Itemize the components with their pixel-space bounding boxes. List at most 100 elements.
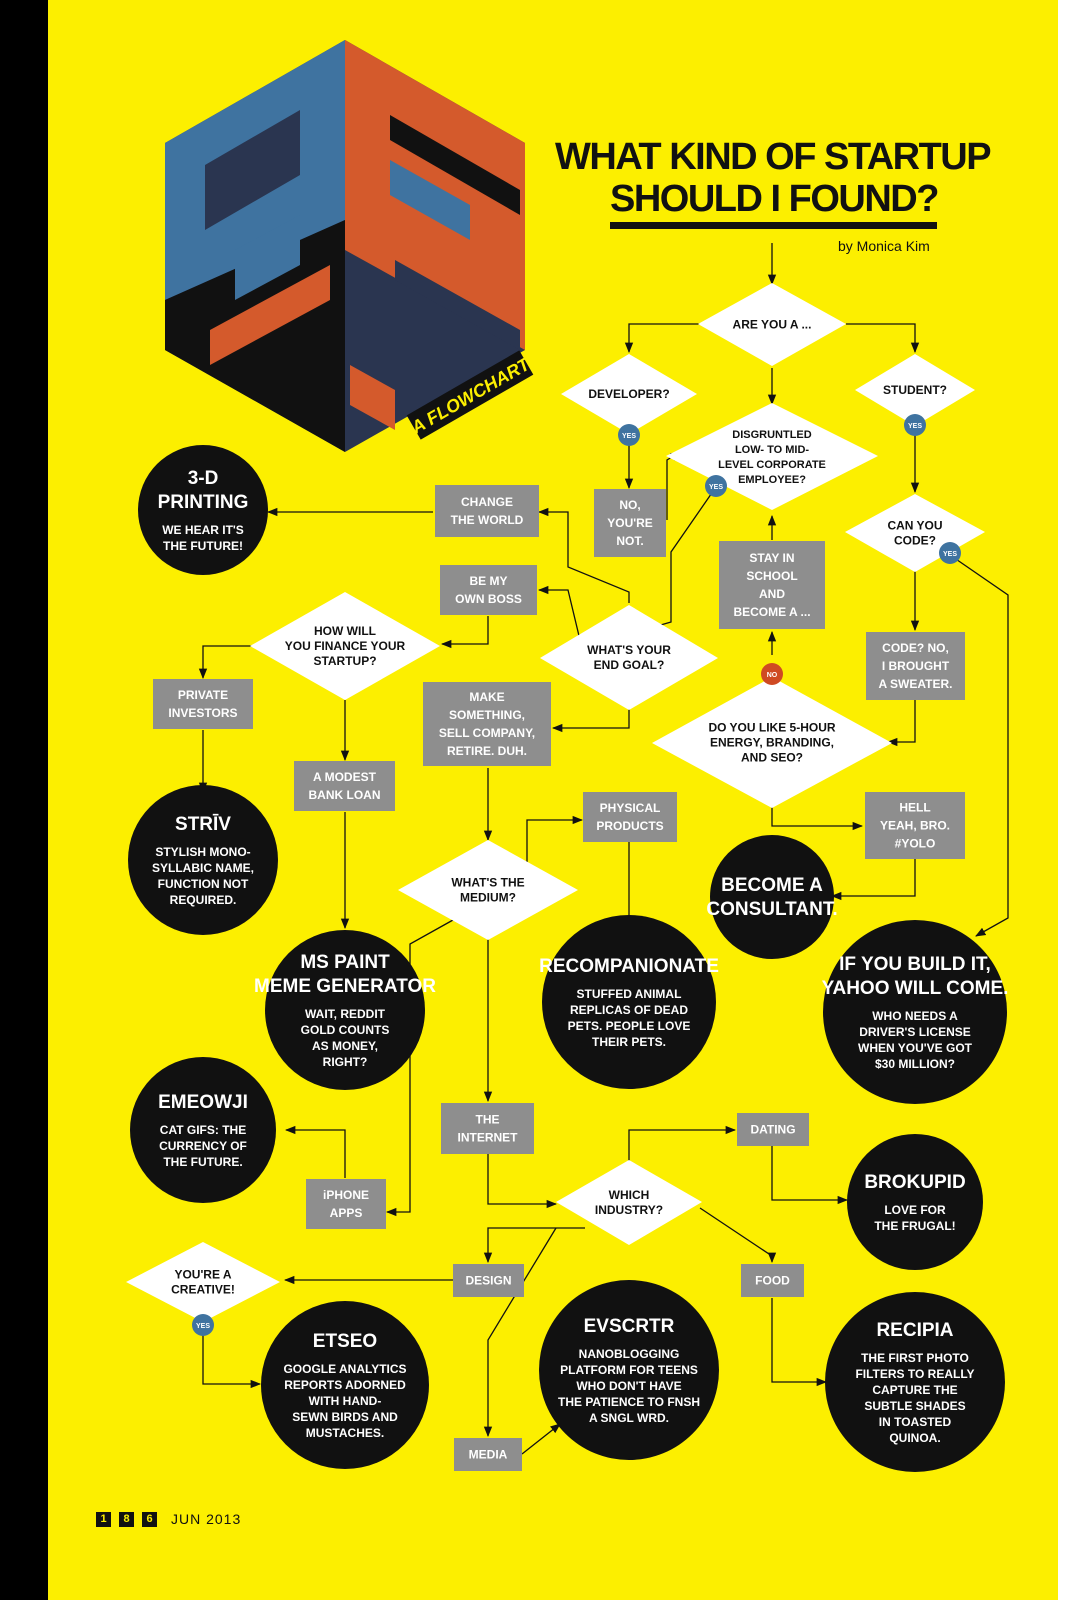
text-line: MAKE bbox=[469, 690, 504, 704]
text-line: NOT. bbox=[616, 534, 643, 548]
text-line: MEDIA bbox=[469, 1448, 508, 1462]
circle-body-line: GOOGLE ANALYTICS bbox=[283, 1362, 406, 1376]
circle-body-line: CURRENCY OF bbox=[159, 1139, 247, 1153]
circle-title-line: IF YOU BUILD IT, bbox=[839, 954, 991, 975]
badges: YES YES YES YES NO YES bbox=[192, 414, 961, 1336]
text-line: APPS bbox=[330, 1206, 363, 1220]
circle-body-line: RIGHT? bbox=[323, 1055, 368, 1069]
text-line: NO, bbox=[619, 498, 640, 512]
svg-text:MEDIA: MEDIA bbox=[469, 1448, 508, 1462]
box-food: FOOD bbox=[741, 1264, 804, 1297]
text-line: YEAH, BRO. bbox=[880, 819, 950, 833]
circle-body-line: REQUIRED. bbox=[170, 893, 237, 907]
svg-text:DATING: DATING bbox=[750, 1123, 795, 1137]
diamond-developer: DEVELOPER? bbox=[561, 354, 697, 434]
circle-title-line: EMEOWJI bbox=[158, 1092, 248, 1113]
circle-title-line: PRINTING bbox=[158, 492, 249, 513]
circle-body-line: STUFFED ANIMAL bbox=[577, 987, 682, 1001]
text-line: A SWEATER. bbox=[879, 677, 953, 691]
circle-body-line: NANOBLOGGING bbox=[579, 1347, 680, 1361]
text-line: PRIVATE bbox=[178, 688, 228, 702]
text-line: WHAT'S YOUR bbox=[587, 643, 671, 657]
circle-title-line: ETSEO bbox=[313, 1331, 377, 1352]
circle-body-line: AS MONEY, bbox=[312, 1039, 378, 1053]
circle-body-line: PETS. PEOPLE LOVE bbox=[568, 1019, 691, 1033]
ask-logo: A FLOWCHART bbox=[165, 40, 535, 452]
text-line: OWN BOSS bbox=[455, 592, 522, 606]
text-line: CODE? bbox=[894, 534, 936, 548]
svg-text:IF YOU BUILD IT,YAHOO WILL COM: IF YOU BUILD IT, YAHOO WILL COME. WHO NEED… bbox=[822, 954, 1009, 1071]
circle-title-line: BROKUPID bbox=[864, 1172, 965, 1193]
page-footer: 1 8 6 JUN 2013 bbox=[96, 1511, 241, 1527]
text-line: HOW WILL bbox=[314, 624, 376, 638]
text-line: I BROUGHT bbox=[882, 659, 950, 673]
text-line: DO YOU LIKE 5-HOUR bbox=[708, 721, 835, 735]
text-line: BECOME A ... bbox=[733, 605, 810, 619]
circle-title-line: STRĪV bbox=[175, 814, 231, 835]
circle-body-line: WHO NEEDS A bbox=[872, 1009, 958, 1023]
circle-body-line: CAPTURE THE bbox=[872, 1383, 957, 1397]
circle-title-line: MS PAINT bbox=[300, 952, 390, 973]
text-line: WHAT'S THE bbox=[451, 876, 524, 890]
svg-text:ARE YOU A ...: ARE YOU A ... bbox=[733, 318, 812, 332]
yes-badge-developer: YES bbox=[618, 424, 640, 446]
text-line: STUDENT? bbox=[883, 383, 947, 397]
text-line: ARE YOU A ... bbox=[733, 318, 812, 332]
svg-text:YES: YES bbox=[622, 433, 636, 440]
text-line: LOW- TO MID- bbox=[735, 444, 809, 456]
page-title-line-1: WHAT KIND OF STARTUP bbox=[555, 136, 992, 178]
circle-body-line: THE PATIENCE TO FNSH bbox=[558, 1395, 700, 1409]
circle-body-line: THE FUTURE! bbox=[163, 539, 243, 553]
text-line: SCHOOL bbox=[746, 569, 797, 583]
svg-text:NO: NO bbox=[767, 672, 778, 679]
circle-title-line: YAHOO WILL COME. bbox=[822, 978, 1009, 999]
text-line: AND SEO? bbox=[741, 751, 803, 765]
circle-body-line: STYLISH MONO- bbox=[155, 845, 250, 859]
box-design: DESIGN bbox=[453, 1264, 524, 1297]
text-line: DISGRUNTLED bbox=[732, 429, 812, 441]
text-line: #YOLO bbox=[895, 837, 936, 851]
text-line: BE MY bbox=[469, 574, 507, 588]
circle-yahoo: IF YOU BUILD IT, YAHOO WILL COME. WHO NEED… bbox=[822, 920, 1009, 1104]
text-line: LEVEL CORPORATE bbox=[718, 459, 826, 471]
text-line: THE bbox=[476, 1113, 500, 1127]
text-line: SELL COMPANY, bbox=[439, 726, 535, 740]
text-line: HELL bbox=[899, 801, 930, 815]
circle-title-line: RECOMPANIONATE bbox=[539, 956, 719, 977]
diamond-student: STUDENT? bbox=[855, 354, 975, 426]
text-line: WHICH bbox=[609, 1188, 650, 1202]
circle-body-line: SYLLABIC NAME, bbox=[152, 861, 254, 875]
text-line: ENERGY, BRANDING, bbox=[710, 736, 834, 750]
box-own-boss: BE MY OWN BOSS bbox=[440, 565, 537, 615]
circle-body-line: IN TOASTED bbox=[879, 1415, 952, 1429]
page-digit: 6 bbox=[142, 1511, 157, 1527]
text-line: STAY IN bbox=[749, 551, 794, 565]
